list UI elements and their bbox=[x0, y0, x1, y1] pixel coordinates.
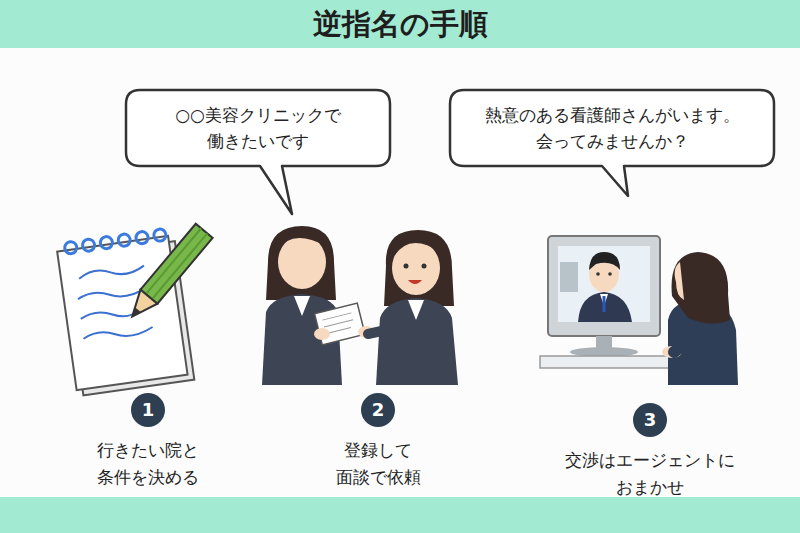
step-number: 3 bbox=[633, 403, 667, 437]
speech-bubble: 熱意のある看護師さんがいます。 会ってみませんか？ bbox=[450, 90, 774, 166]
bubble-shape bbox=[450, 90, 774, 196]
speech-text: ○○美容クリニックで 働きたいです bbox=[148, 102, 368, 154]
step-caption: 登録して 面談で依頼 bbox=[323, 437, 433, 491]
meeting-illustration bbox=[262, 226, 458, 385]
step-item: 2 登録して 面談で依頼 bbox=[318, 393, 438, 491]
video-call-illustration bbox=[540, 236, 738, 385]
speech-bubble: ○○美容クリニックで 働きたいです bbox=[126, 90, 390, 166]
footer-band bbox=[0, 497, 800, 533]
step-item: 3 交渉はエージェントに おまかせ bbox=[545, 403, 755, 501]
bubble-shape bbox=[126, 90, 390, 214]
bubble-outline bbox=[450, 90, 774, 166]
step-item: 1 行きたい院と 条件を決める bbox=[78, 393, 218, 491]
step-caption: 行きたい院と 条件を決める bbox=[83, 437, 213, 491]
notepad-illustration bbox=[56, 224, 213, 396]
step-caption: 交渉はエージェントに おまかせ bbox=[550, 447, 750, 501]
step-number: 2 bbox=[361, 393, 395, 427]
title: 逆指名の手順 bbox=[0, 4, 800, 44]
step-number: 1 bbox=[131, 393, 165, 427]
speech-text: 熱意のある看護師さんがいます。 会ってみませんか？ bbox=[472, 102, 752, 154]
bubble-outline bbox=[126, 90, 390, 166]
